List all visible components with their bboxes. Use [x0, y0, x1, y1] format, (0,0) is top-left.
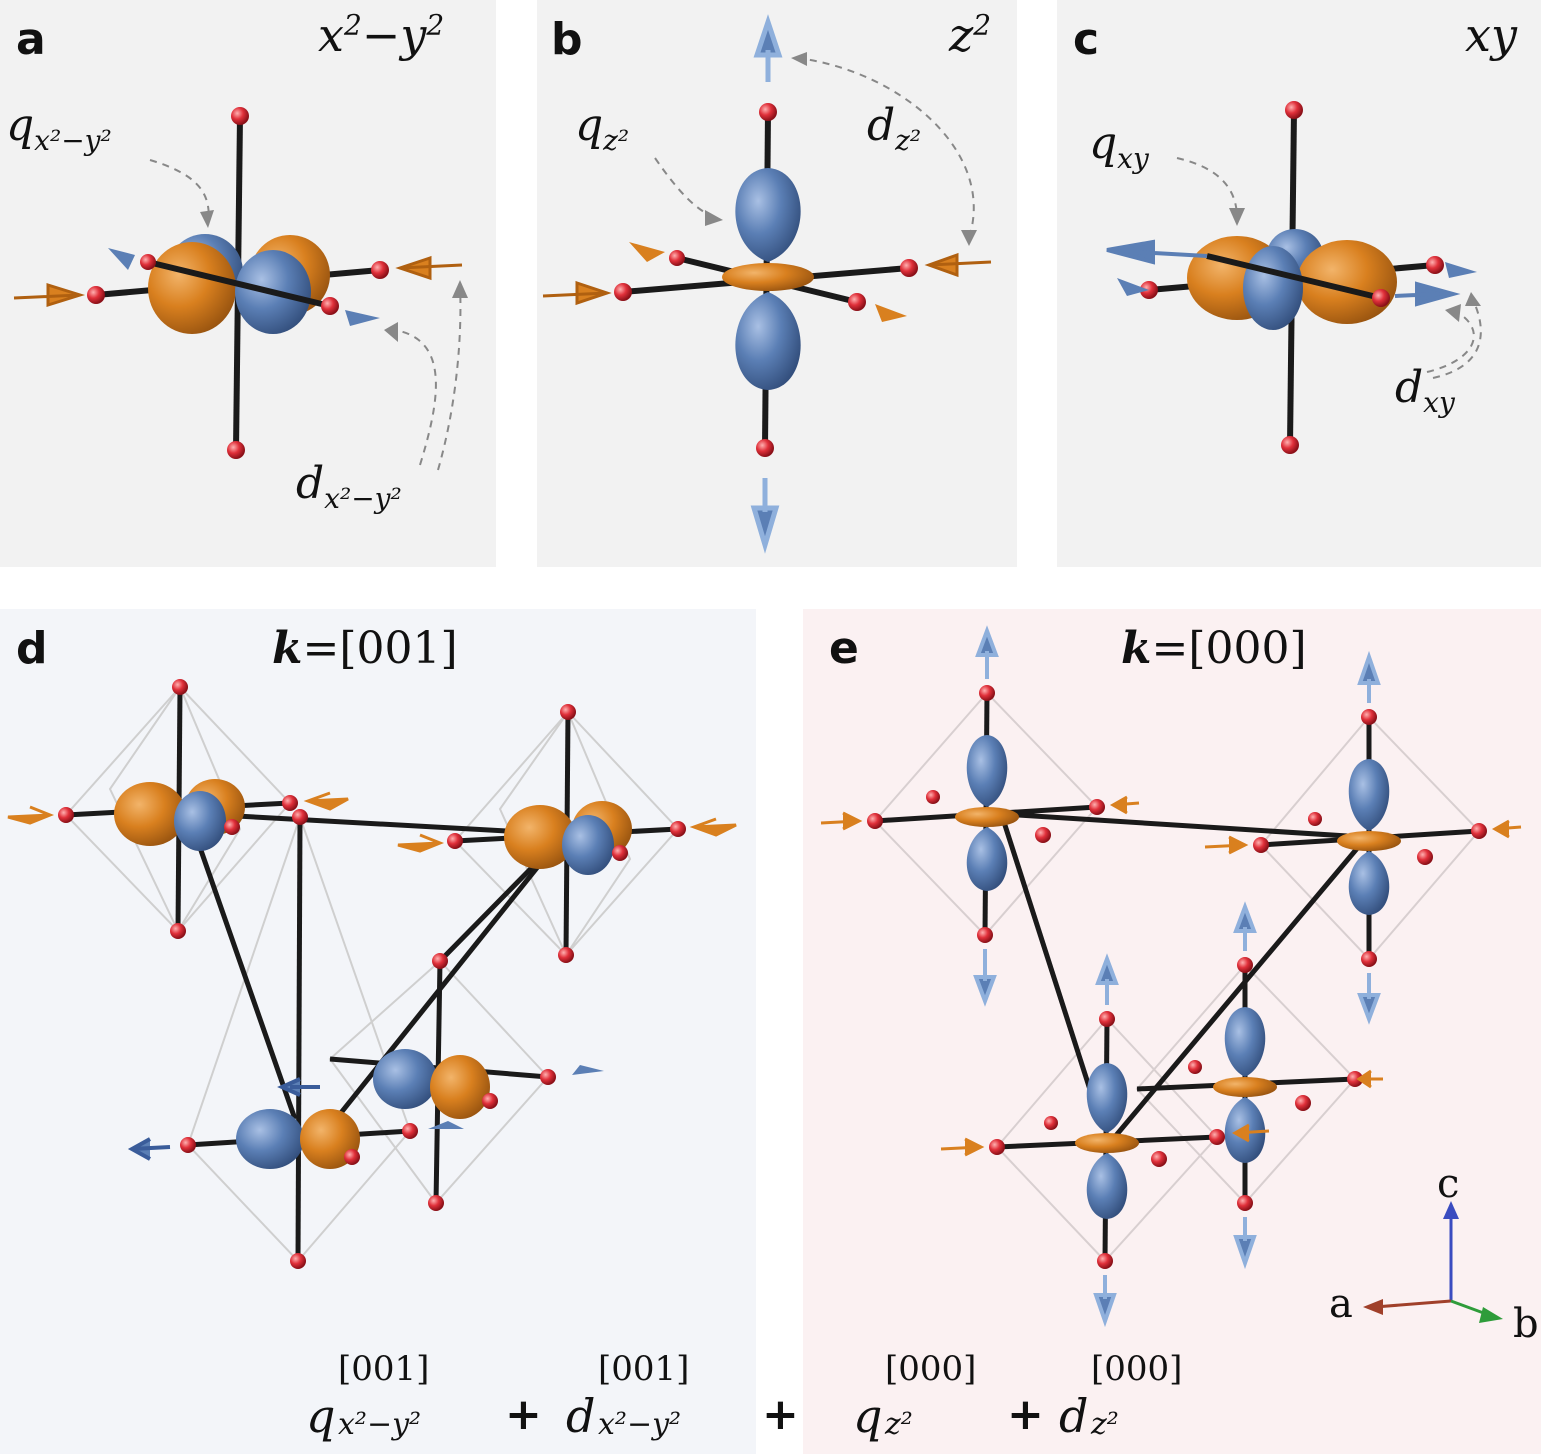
octahedron-a-graphic: [13, 107, 468, 471]
octahedron-b-graphic: [542, 14, 992, 554]
plus-sign-3: +: [1007, 1389, 1044, 1440]
k-vector-d: k=[001]: [272, 623, 458, 674]
panel-letter-d: d: [16, 623, 48, 674]
lattice-e-graphic: [820, 625, 1522, 1328]
plus-sign-2: +: [762, 1389, 799, 1440]
panel-c-title: xy: [1465, 8, 1517, 62]
panel-c: c xy qxy dxy: [1057, 0, 1541, 567]
axis-label-a: a: [1329, 1281, 1353, 1327]
axis-label-c: c: [1437, 1161, 1460, 1207]
lattice-d-graphic: [7, 679, 737, 1269]
axes-triad: [1363, 1201, 1503, 1323]
panel-letter-e: e: [829, 623, 859, 674]
panel-a-title: x2−y2: [318, 8, 445, 62]
axis-label-b: b: [1513, 1301, 1539, 1347]
d-x2y2-label: dx²−y²: [296, 458, 402, 515]
plus-sign-1: +: [505, 1389, 542, 1440]
panel-letter-a: a: [16, 14, 46, 65]
panel-letter-b: b: [551, 14, 583, 65]
panel-letter-c: c: [1073, 14, 1100, 65]
panel-d: d k=[001]: [0, 609, 756, 1454]
panel-e: e k=[000]: [803, 609, 1541, 1454]
d-z2-label: dz²: [867, 100, 922, 157]
formula-term-d-z2: d [000] z²: [1059, 1349, 1183, 1443]
formula-term-q-z2: q [000] z²: [853, 1349, 977, 1443]
formula-term-d-x2y2: d [001] x²−y²: [566, 1349, 690, 1443]
octahedron-c-graphic: [1106, 101, 1482, 454]
k-vector-e: k=[000]: [1121, 623, 1307, 674]
q-xy-label: qxy: [1089, 118, 1149, 175]
panel-b: b z2 qz² dz²: [537, 0, 1017, 567]
q-x2y2-label: qx²−y²: [6, 100, 112, 157]
panel-b-title: z2: [949, 8, 992, 62]
formula-term-q-x2y2: q [001] x²−y²: [306, 1349, 430, 1443]
q-z2-label: qz²: [575, 100, 630, 157]
panel-a: a x2−y2 qx²−y² dx²−y²: [0, 0, 496, 567]
d-xy-label: dxy: [1395, 362, 1455, 419]
